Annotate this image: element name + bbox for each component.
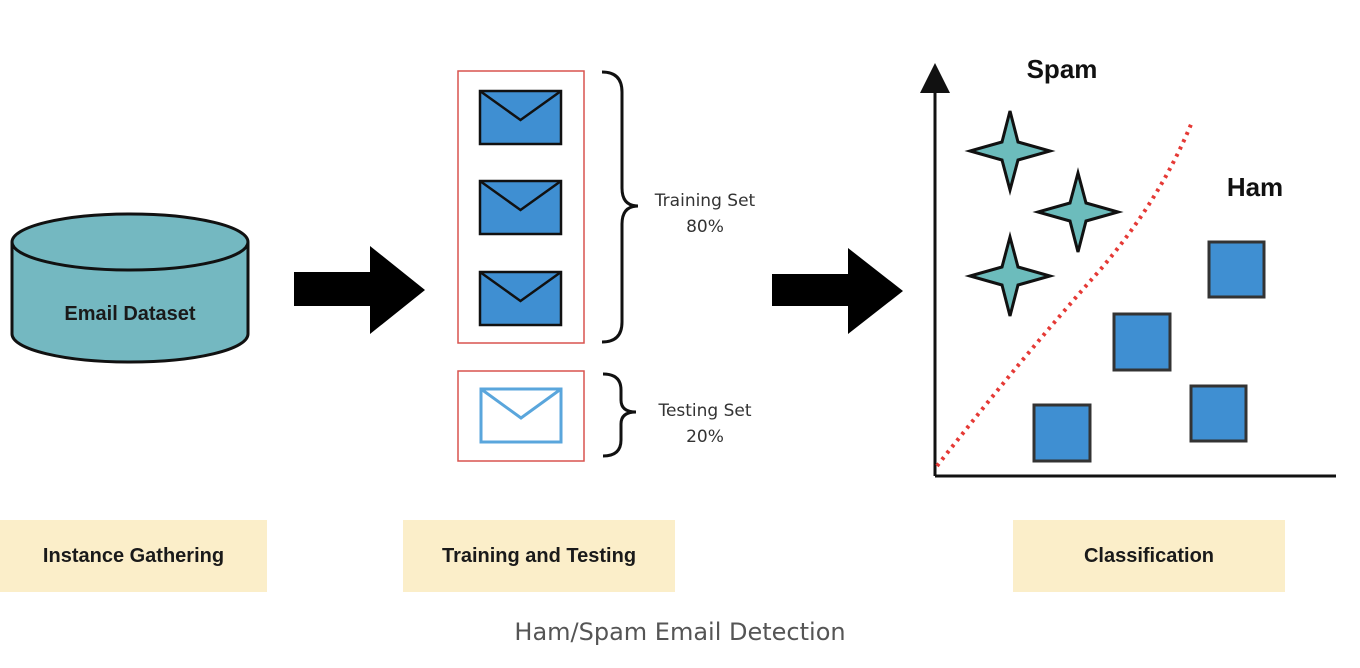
- stage-training-testing: Training and Testing: [403, 520, 675, 592]
- stage-instance-gathering: Instance Gathering: [0, 520, 267, 592]
- spam-star-icon: [1032, 167, 1124, 253]
- training-set-label: Training Set: [654, 191, 756, 211]
- figure-caption: Ham/Spam Email Detection: [514, 618, 846, 646]
- mail-icon: [478, 270, 563, 327]
- email-dataset-label: Email Dataset: [64, 303, 196, 325]
- ham-square-icon: [1032, 403, 1092, 463]
- spam-label: Spam: [1027, 54, 1098, 84]
- ham-label: Ham: [1227, 172, 1283, 202]
- spam-star-icon: [964, 231, 1056, 317]
- email-dataset-cylinder: Email Dataset: [10, 212, 250, 364]
- testing-set-label: Testing Set: [657, 401, 751, 421]
- testing-set-percent: 20%: [686, 427, 724, 447]
- training-brace: [601, 70, 639, 344]
- training-set-box: [457, 70, 585, 344]
- mail-outline-icon: [479, 387, 563, 444]
- mail-icon: [478, 179, 563, 236]
- testing-set-box: [457, 370, 585, 462]
- training-set-percent: 80%: [686, 217, 724, 237]
- testing-brace: [602, 372, 637, 458]
- ham-square-icon: [1189, 384, 1248, 443]
- mail-icon: [478, 89, 563, 146]
- flow-arrow-1: [294, 246, 425, 334]
- spam-star-icon: [964, 110, 1056, 196]
- ham-square-icon: [1112, 312, 1172, 372]
- flow-arrow-2: [772, 248, 903, 334]
- ham-square-icon: [1207, 240, 1266, 299]
- stage-classification: Classification: [1013, 520, 1285, 592]
